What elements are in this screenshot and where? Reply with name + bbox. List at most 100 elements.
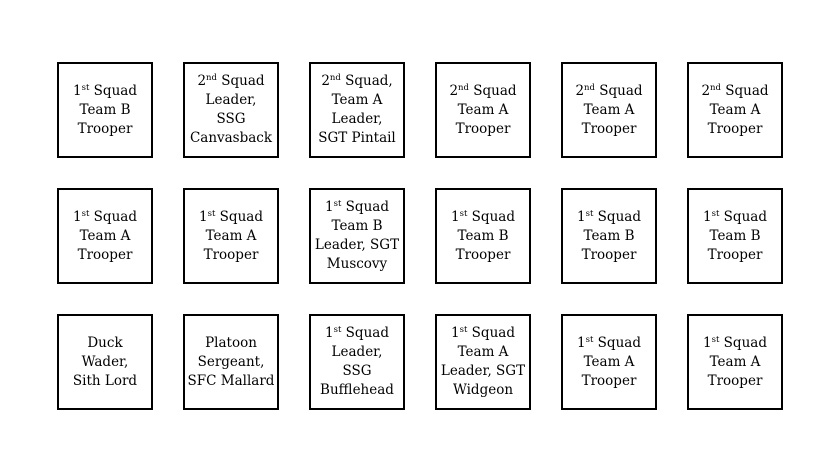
seat-label-text: 1	[73, 208, 82, 225]
seat-label-line: Platoon	[205, 334, 257, 353]
ordinal-suffix: nd	[329, 73, 341, 83]
seat-label-line: Leader, SGT	[315, 236, 399, 255]
seat-label-text: Sith Lord	[72, 372, 138, 389]
seat-label-line: Widgeon	[453, 381, 513, 400]
seat-label-text: Trooper	[77, 246, 133, 263]
seat-label-line: Leader,	[332, 110, 383, 129]
seat-label-text: SFC Mallard	[187, 372, 275, 389]
seat-label-text: Team A	[583, 353, 635, 370]
seat-label-text: Squad	[468, 82, 517, 99]
seat-label-text: Team A	[205, 227, 257, 244]
seat-label-line: Leader, SGT	[441, 362, 525, 381]
seat-label-text: 1	[73, 82, 82, 99]
seat-label-text: Team A	[79, 227, 131, 244]
seat-label-text: Squad	[719, 334, 767, 351]
seat-label-line: SGT Pintail	[318, 129, 396, 148]
seat-label-text: Trooper	[581, 120, 637, 137]
ordinal-suffix: st	[585, 334, 594, 345]
seat-label-line: SSG	[342, 362, 371, 381]
seat-label-text: Team A	[457, 101, 509, 118]
seat-label-line: 2nd Squad	[197, 72, 264, 91]
seat-label-text: 1	[451, 325, 460, 341]
seat-label-line: Leader,	[332, 343, 383, 362]
ordinal-suffix: st	[333, 325, 342, 335]
seat-label-line: Team A	[584, 353, 635, 372]
seat-label-text: Squad	[215, 208, 263, 225]
seat-label-text: Duck	[87, 334, 123, 351]
seat-label-text: 2	[449, 82, 459, 99]
seat-label-line: Trooper	[582, 372, 637, 391]
seat-label-line: 2nd Squad	[575, 82, 642, 101]
seat-label-line: 1st Squad	[577, 334, 641, 353]
seat-label-text: Team B	[331, 218, 383, 234]
seat-label-text: Team B	[709, 227, 761, 244]
ordinal-suffix: nd	[206, 73, 217, 83]
seat-label-text: Canvasback	[189, 130, 273, 146]
seat-label-text: Sergeant,	[197, 353, 265, 370]
seat-label-line: 1st Squad	[703, 208, 767, 227]
seat-label-text: Leader,	[331, 111, 383, 127]
seat-label-line: Team A	[458, 343, 509, 362]
seat-label-line: Team A	[206, 227, 257, 246]
seat-label-line: Team A	[710, 353, 761, 372]
seat-label-line: Trooper	[204, 246, 259, 265]
seat-label-line: Team A	[458, 101, 509, 120]
seat-label-text: Squad,	[340, 73, 393, 89]
seat-label-text: SGT Pintail	[318, 130, 396, 146]
seat-label-text: Trooper	[581, 372, 637, 389]
seat-label-line: Trooper	[708, 372, 763, 391]
ordinal-suffix: st	[81, 208, 90, 219]
seat-label-text: Squad	[720, 82, 769, 99]
ordinal-suffix: st	[459, 325, 468, 335]
seat-label-line: 1st Squad	[703, 334, 767, 353]
seat-label-text: Team A	[709, 353, 761, 370]
seat-label-line: SFC Mallard	[188, 372, 275, 391]
seat-label-line: 2nd Squad,	[321, 72, 392, 91]
seat-label-line: Sith Lord	[73, 372, 137, 391]
seat-label-line: 1st Squad	[73, 82, 137, 101]
seat-label-line: Trooper	[78, 246, 133, 265]
ordinal-suffix: st	[207, 208, 216, 219]
seat-label-text: Team B	[457, 227, 509, 244]
seat-label-text: Squad	[467, 208, 515, 225]
seat-label-line: 1st Squad	[451, 324, 515, 343]
seat-label-text: Team A	[457, 344, 509, 360]
seat-label-line: Canvasback	[190, 129, 272, 148]
seat-label-text: Team B	[79, 101, 131, 118]
seat-label-text: Platoon	[205, 334, 257, 351]
seat-label-line: 1st Squad	[325, 324, 389, 343]
seat-label-text: Team A	[583, 101, 635, 118]
seat-label-text: 1	[199, 208, 208, 225]
seat-label-line: Muscovy	[327, 255, 387, 274]
seat-label-text: 2	[701, 82, 711, 99]
ordinal-suffix: nd	[584, 82, 595, 93]
seat-label-text: 1	[577, 334, 586, 351]
seat-label-text: SSG	[216, 111, 246, 127]
seat-label-text: Leader,	[331, 344, 383, 360]
seat-label-text: Leader,	[205, 92, 257, 108]
seat-label-text: Widgeon	[452, 382, 514, 398]
seat-label-line: Trooper	[78, 120, 133, 139]
seat-label-text: Trooper	[707, 372, 763, 389]
seat-label-text: Squad	[467, 325, 515, 341]
seat-label-text: SSG	[342, 363, 372, 379]
seat-label-line: Leader,	[206, 91, 257, 110]
seat-label-line: 1st Squad	[325, 198, 389, 217]
seat-label-line: Trooper	[708, 246, 763, 265]
seat-label-line: Team B	[583, 227, 634, 246]
seat-label-line: Team B	[457, 227, 508, 246]
